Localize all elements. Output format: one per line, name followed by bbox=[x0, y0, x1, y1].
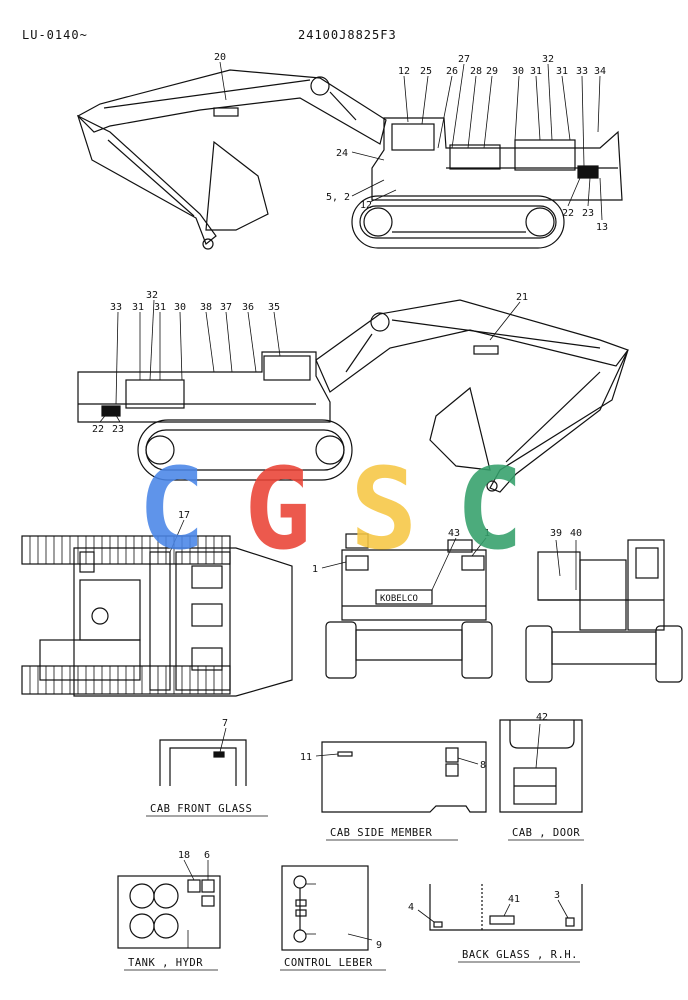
callout-33: 33 bbox=[576, 66, 588, 77]
watermark-cgsc: C G S C bbox=[138, 445, 523, 575]
callout-31: 31 bbox=[132, 302, 144, 313]
callout-31: 31 bbox=[530, 66, 542, 77]
detail-cab-side-member: 11 8 CAB SIDE MEMBER bbox=[300, 741, 487, 841]
caption-cab-front-glass: CAB FRONT GLASS bbox=[150, 803, 252, 815]
callout-9: 9 bbox=[376, 940, 382, 951]
callout-4: 4 bbox=[408, 902, 414, 913]
callout-24: 24 bbox=[336, 148, 348, 159]
callouts-front-view: 39 40 bbox=[550, 528, 582, 590]
callout-41: 41 bbox=[508, 894, 520, 905]
caption-cab-door: CAB , DOOR bbox=[512, 827, 580, 839]
callout-22: 22 bbox=[562, 208, 574, 219]
callout-40: 40 bbox=[570, 528, 582, 539]
callouts-rear-view: 1 43 1 bbox=[312, 528, 490, 591]
track-outline bbox=[351, 195, 565, 249]
detail-cab-door: 42 CAB , DOOR bbox=[499, 712, 584, 841]
callout-30: 30 bbox=[512, 66, 524, 77]
detail-tank-hydr: 18 6 TANK , HYDR bbox=[117, 850, 221, 971]
watermark-letter-g: G bbox=[244, 445, 311, 575]
watermark-letter-c2: C bbox=[456, 445, 523, 575]
callout-32: 32 bbox=[542, 54, 554, 65]
callout-13: 13 bbox=[596, 222, 608, 233]
callout-29: 29 bbox=[486, 66, 498, 77]
callout-12b: 12 bbox=[360, 200, 372, 211]
callout-7: 7 bbox=[222, 718, 228, 729]
callout-28: 28 bbox=[470, 66, 482, 77]
detail-cab-front-glass: 7 CAB FRONT GLASS bbox=[146, 718, 268, 817]
callout-12: 12 bbox=[398, 66, 410, 77]
callouts-side-view-1: 20 12 25 26 27 28 29 30 31 32 31 33 34 2… bbox=[214, 52, 608, 233]
callout-23: 23 bbox=[112, 424, 124, 435]
callout-33: 33 bbox=[110, 302, 122, 313]
caption-control-leber: CONTROL LEBER bbox=[284, 957, 373, 969]
callout-21: 21 bbox=[516, 292, 528, 303]
track-outline-2 bbox=[137, 419, 353, 481]
detail-control-leber: 9 CONTROL LEBER bbox=[280, 865, 386, 971]
callout-3: 3 bbox=[554, 890, 560, 901]
detail-back-glass-rh: 4 41 3 BACK GLASS , R.H. bbox=[408, 884, 583, 963]
callout-1: 1 bbox=[312, 564, 318, 575]
model-code: LU-0140~ bbox=[22, 28, 88, 42]
callout-31b: 31 bbox=[154, 302, 166, 313]
watermark-letter-c: C bbox=[138, 445, 205, 575]
callout-34: 34 bbox=[594, 66, 606, 77]
excavator-side-view-left bbox=[76, 69, 623, 250]
callout-6: 6 bbox=[204, 850, 210, 861]
caption-back-glass-rh: BACK GLASS , R.H. bbox=[462, 949, 578, 961]
callout-35: 35 bbox=[268, 302, 280, 313]
callout-18: 18 bbox=[178, 850, 190, 861]
callouts-side-view-2: 32 33 31 31 30 38 37 36 35 21 22 23 bbox=[92, 290, 528, 435]
callout-27: 27 bbox=[458, 54, 470, 65]
callout-30: 30 bbox=[174, 302, 186, 313]
callout-38: 38 bbox=[200, 302, 212, 313]
brand-plate-kobelco: KOBELCO bbox=[380, 594, 418, 604]
callout-20: 20 bbox=[214, 52, 226, 63]
part-number: 24100J8825F3 bbox=[298, 28, 397, 42]
callout-39: 39 bbox=[550, 528, 562, 539]
callout-36: 36 bbox=[242, 302, 254, 313]
callout-22: 22 bbox=[92, 424, 104, 435]
callout-32: 32 bbox=[146, 290, 158, 301]
watermark-letter-s: S bbox=[350, 445, 417, 575]
callout-26: 26 bbox=[446, 66, 458, 77]
excavator-plan-view bbox=[21, 535, 293, 697]
callout-1b: 1 bbox=[484, 528, 490, 539]
caption-cab-side-member: CAB SIDE MEMBER bbox=[330, 827, 433, 839]
callout-31b: 31 bbox=[556, 66, 568, 77]
excavator-front-view bbox=[525, 539, 683, 683]
callout-43: 43 bbox=[448, 528, 460, 539]
callouts-plan-view: 17 bbox=[169, 510, 190, 553]
callout-8: 8 bbox=[480, 760, 486, 771]
excavator-side-view-right bbox=[77, 299, 629, 493]
callout-11: 11 bbox=[300, 752, 312, 763]
callout-23: 23 bbox=[582, 208, 594, 219]
callout-37: 37 bbox=[220, 302, 232, 313]
callout-5-2: 5, 2 bbox=[326, 192, 350, 203]
caption-tank-hydr: TANK , HYDR bbox=[128, 957, 203, 969]
excavator-rear-view: KOBELCO bbox=[325, 533, 493, 679]
callout-17: 17 bbox=[178, 510, 190, 521]
callout-25: 25 bbox=[420, 66, 432, 77]
callout-42: 42 bbox=[536, 712, 548, 723]
